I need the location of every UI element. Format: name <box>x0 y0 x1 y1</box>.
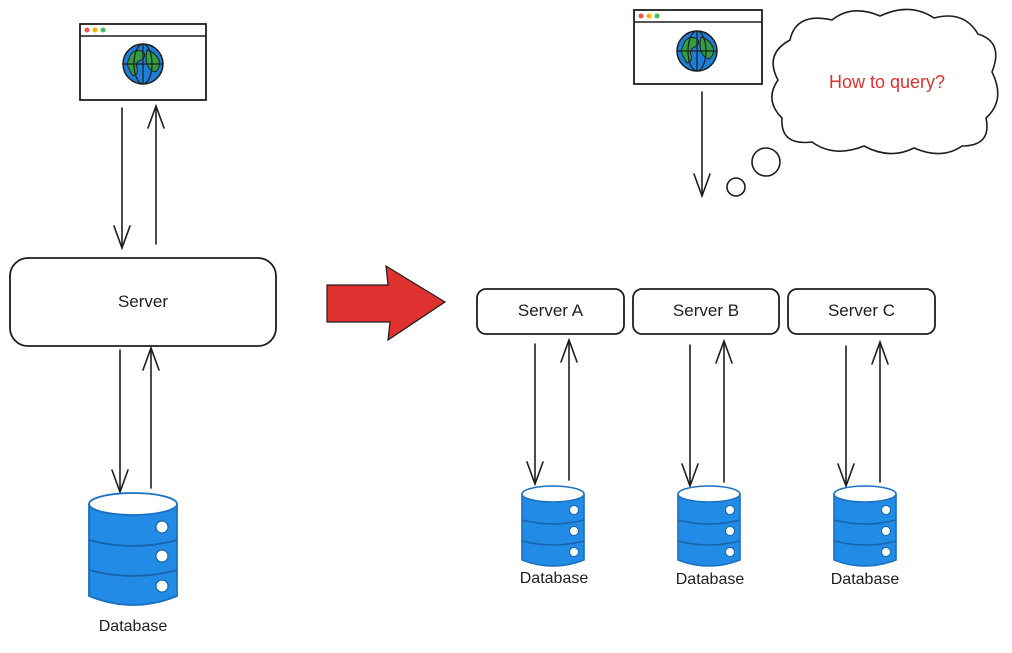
server-label-left: Server <box>117 292 169 311</box>
window-minimize-dot <box>92 27 98 33</box>
window-close-dot <box>638 13 644 19</box>
database-label-b: Database <box>675 571 745 588</box>
transition-arrow <box>326 264 447 342</box>
thought-bubble-small <box>726 177 746 197</box>
server-box-a <box>476 288 625 335</box>
database-label-left: Database <box>98 618 168 635</box>
database-icon-a <box>521 485 585 567</box>
browser-window-right <box>633 9 763 85</box>
window-close-dot <box>84 27 90 33</box>
globe-icon <box>676 30 718 72</box>
server-label-c: Server C <box>827 301 896 320</box>
arrow-browser-down-right <box>693 91 711 199</box>
arrows-server-database-b <box>681 338 733 489</box>
arrows-server-database-left <box>111 345 160 495</box>
browser-window-left <box>79 23 207 101</box>
window-minimize-dot <box>646 13 652 19</box>
server-box-b <box>632 288 780 335</box>
arrows-browser-server-left <box>113 103 165 251</box>
thought-cloud <box>726 8 999 197</box>
arrows-server-database-a <box>526 337 578 487</box>
thought-bubble-large <box>751 147 781 177</box>
server-label-a: Server A <box>517 301 584 320</box>
server-box-left <box>9 257 277 347</box>
server-label-b: Server B <box>672 301 740 320</box>
database-icon-b <box>677 485 741 567</box>
database-label-c: Database <box>830 571 900 588</box>
window-maximize-dot <box>100 27 106 33</box>
globe-icon <box>122 43 164 85</box>
database-label-a: Database <box>519 570 589 587</box>
thought-text: How to query? <box>828 72 946 92</box>
arrows-server-database-c <box>837 339 889 489</box>
window-maximize-dot <box>654 13 660 19</box>
server-box-c <box>787 288 936 335</box>
database-icon-left <box>88 492 178 606</box>
database-icon-c <box>833 485 897 567</box>
